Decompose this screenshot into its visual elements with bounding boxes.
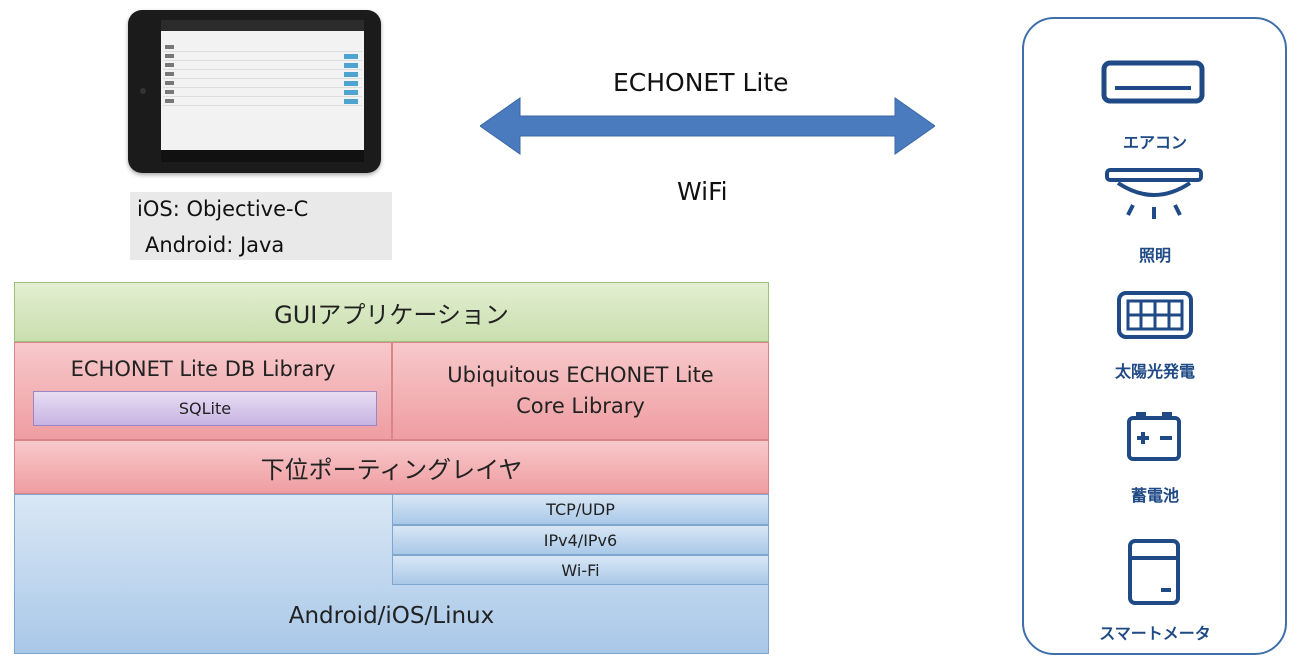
wifi-block: Wi-Fi — [392, 555, 769, 585]
caption-android: Android: Java — [145, 233, 285, 257]
device-label-smart-meter: スマートメータ — [1099, 624, 1211, 643]
tcp-udp-label: TCP/UDP — [546, 500, 615, 519]
device-label-aircon: エアコン — [1122, 133, 1187, 152]
screen-row — [163, 89, 362, 97]
screen-app-bar — [161, 20, 364, 31]
transport-label: WiFi — [677, 177, 728, 206]
air-conditioner-icon — [1101, 60, 1205, 104]
screen-row — [163, 80, 362, 88]
screen-row — [163, 98, 362, 106]
tablet-caption-box — [130, 192, 392, 260]
gui-application-label: GUIアプリケーション — [274, 300, 509, 329]
sqlite-label: SQLite — [178, 399, 232, 418]
screen-row — [163, 44, 362, 52]
device-label-light: 照明 — [1138, 246, 1171, 265]
caption-ios: iOS: Objective-C — [137, 197, 309, 221]
screen-nav-bar — [161, 150, 364, 162]
screen-row — [163, 71, 362, 79]
tcp-udp-block: TCP/UDP — [392, 494, 769, 525]
tablet-camera — [140, 88, 146, 94]
core-library-label-line2: Core Library — [516, 394, 645, 418]
bidirectional-arrow — [480, 97, 935, 155]
wifi-label: Wi-Fi — [561, 560, 600, 580]
tablet-screen — [161, 20, 364, 162]
protocol-label: ECHONET Lite — [613, 68, 789, 97]
device-label-battery: 蓄電池 — [1130, 486, 1179, 505]
battery-icon — [1127, 412, 1181, 461]
screen-row — [163, 62, 362, 70]
screen-row — [163, 53, 362, 61]
sqlite-block: SQLite — [33, 391, 377, 426]
os-label: Android/iOS/Linux — [288, 603, 495, 629]
ceiling-light-icon — [1105, 168, 1203, 219]
db-library-label: ECHONET Lite DB Library — [70, 357, 336, 381]
core-library-label-line1: Ubiquitous ECHONET Lite — [447, 363, 714, 387]
gui-application-layer: GUIアプリケーション — [14, 282, 769, 342]
ip-label: IPv4/IPv6 — [543, 530, 618, 550]
ip-block: IPv4/IPv6 — [392, 525, 769, 555]
device-label-solar: 太陽光発電 — [1114, 362, 1195, 381]
porting-layer: 下位ポーティングレイヤ — [14, 440, 769, 494]
solar-panel-icon — [1117, 291, 1193, 339]
smart-meter-icon — [1128, 539, 1180, 605]
tablet-device — [128, 10, 381, 173]
porting-layer-label: 下位ポーティングレイヤ — [260, 455, 523, 484]
core-library-block: Ubiquitous ECHONET Lite Core Library — [392, 342, 769, 440]
